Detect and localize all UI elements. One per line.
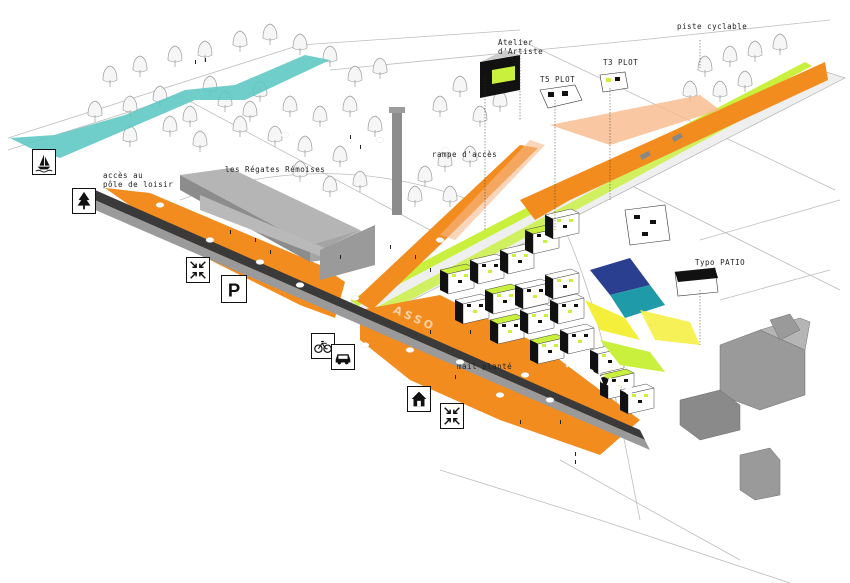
existing-buildings bbox=[679, 313, 811, 501]
regates-building bbox=[180, 168, 375, 280]
label-rampe: rampe d'accès bbox=[432, 150, 498, 159]
label-t5: T5 PLOT bbox=[540, 75, 576, 84]
housing-blocks bbox=[439, 208, 655, 415]
label-patio: Typo PATIO bbox=[695, 258, 746, 267]
label-mail: mail planté bbox=[457, 362, 513, 371]
typology-models bbox=[480, 50, 719, 297]
patio-color-fields bbox=[585, 258, 700, 372]
people-marks bbox=[195, 58, 576, 464]
canal-water bbox=[10, 55, 330, 158]
t3-model bbox=[599, 71, 629, 93]
leader-lines bbox=[484, 40, 701, 345]
label-acces-loisir: accès au pôle de loisir bbox=[103, 171, 174, 189]
label-regates: les Régates Rémoises bbox=[225, 165, 326, 174]
faded-orange-rampe bbox=[440, 140, 545, 240]
svg-text:P: P bbox=[228, 279, 240, 300]
atelier-model bbox=[480, 50, 520, 98]
quay-edge bbox=[86, 190, 650, 450]
car-sign-icon bbox=[331, 344, 355, 370]
white-plot-model bbox=[624, 204, 671, 246]
boat-sign-icon bbox=[32, 149, 56, 175]
label-piste: piste cyclable bbox=[677, 22, 748, 31]
t5-model bbox=[539, 84, 583, 109]
patio-model bbox=[674, 267, 719, 297]
tree-sign-icon bbox=[72, 188, 96, 214]
parking-sign-icon: P bbox=[221, 275, 247, 303]
label-atelier: Atelier d'Artiste bbox=[498, 38, 544, 56]
house-sign-icon bbox=[407, 386, 431, 412]
site-linework bbox=[7, 19, 841, 583]
arrows-in-sign-2-icon bbox=[440, 403, 464, 429]
label-t3: T3 PLOT bbox=[603, 58, 639, 67]
park-trees bbox=[87, 23, 788, 207]
chimney bbox=[389, 107, 405, 215]
arrows-in-sign-icon bbox=[186, 257, 210, 283]
cars bbox=[639, 132, 683, 160]
faded-orange-left bbox=[550, 95, 720, 145]
planters bbox=[155, 132, 555, 403]
